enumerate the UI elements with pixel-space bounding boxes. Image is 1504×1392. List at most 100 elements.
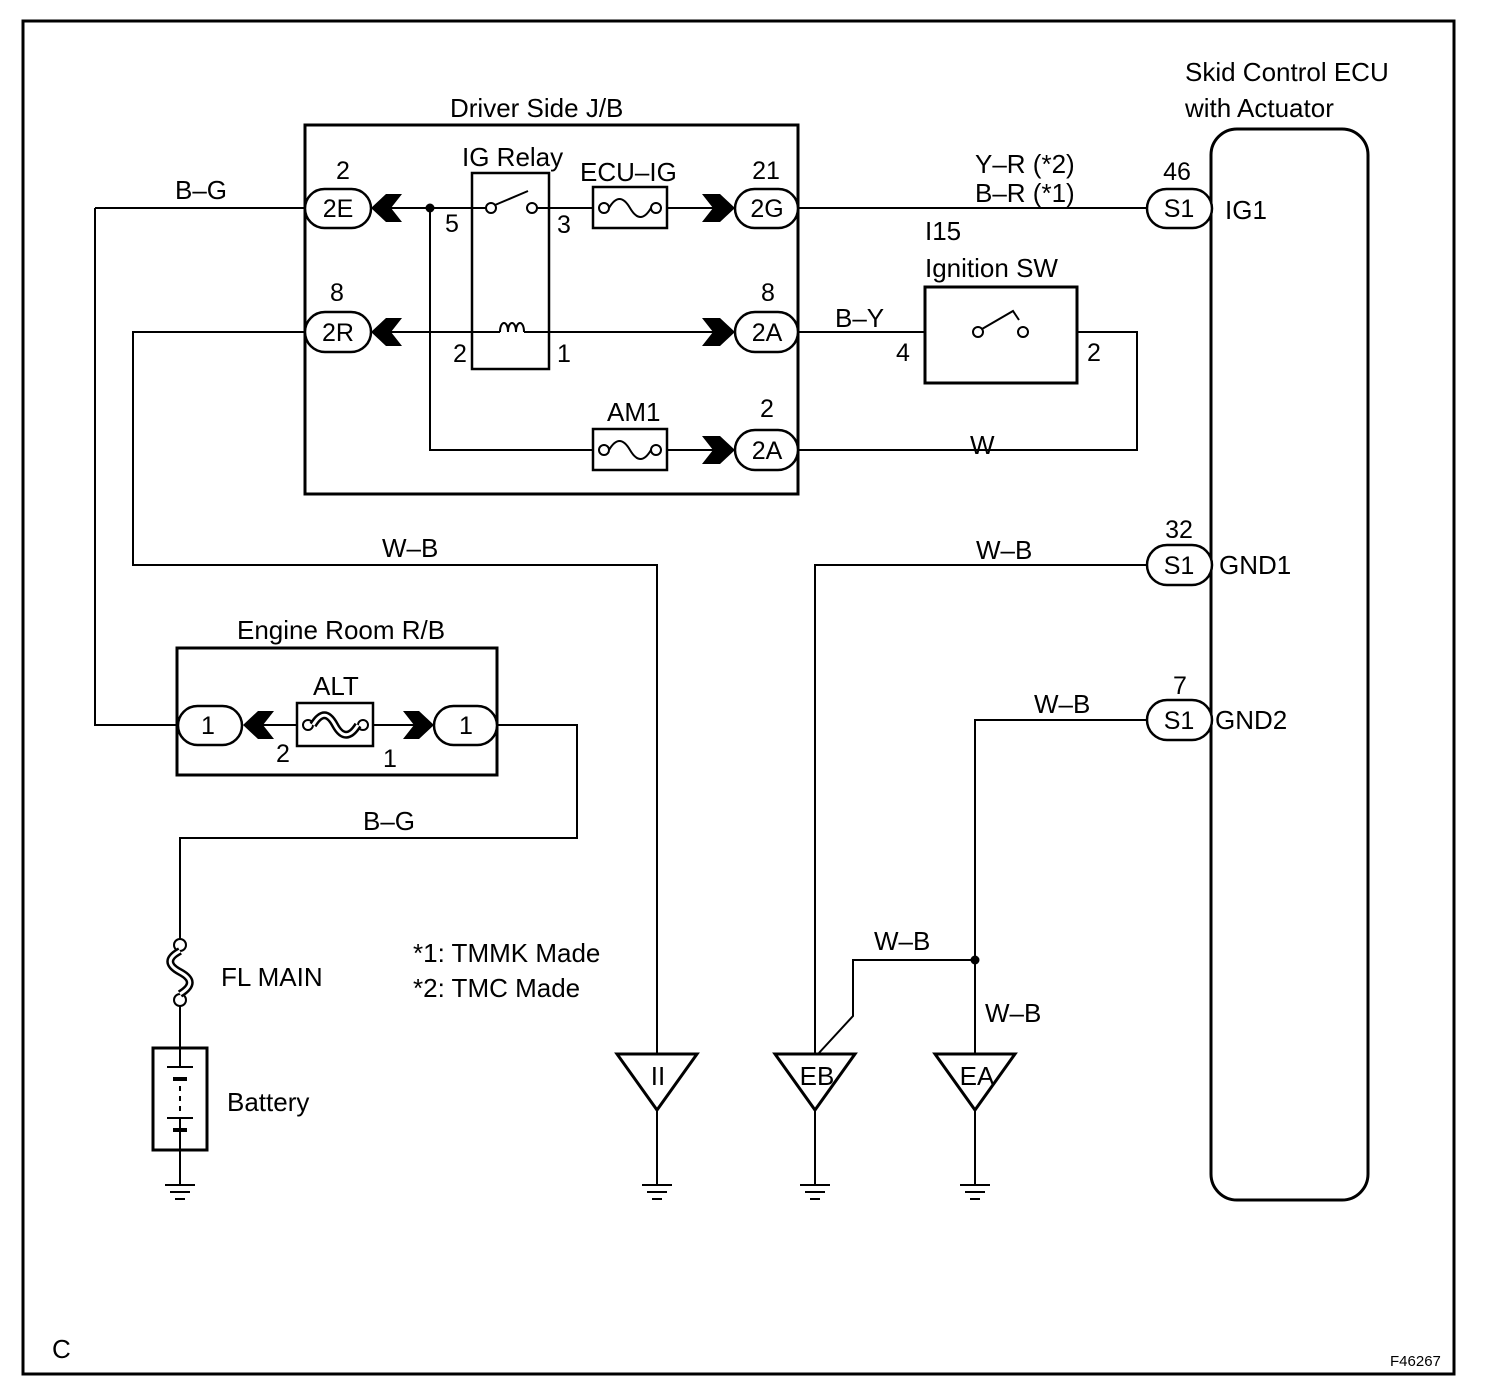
ignition-pin-4: 4 bbox=[896, 339, 910, 367]
ground-icon bbox=[165, 1184, 195, 1200]
relay-pin-2: 2 bbox=[453, 340, 467, 368]
rb-pin-1: 1 bbox=[383, 745, 397, 773]
ground-point-ea bbox=[932, 1052, 1018, 1113]
connector-2e-pin: 2 bbox=[336, 157, 350, 185]
wire-jb-am1-branch bbox=[429, 208, 713, 451]
wire-label-wb-splice: W–B bbox=[874, 926, 930, 956]
ground-point-eb-label: EB bbox=[800, 1061, 835, 1091]
ecu-terminal-gnd2: GND2 bbox=[1215, 705, 1287, 735]
wire-label-bg-bottom: B–G bbox=[363, 806, 415, 836]
chevron-right-icon bbox=[702, 194, 735, 222]
connector-rb-left bbox=[176, 704, 244, 747]
ecu-box bbox=[1209, 127, 1370, 1202]
connector-2e bbox=[303, 187, 373, 230]
corner-mark: C bbox=[52, 1334, 71, 1364]
wire-wb-jb bbox=[132, 331, 658, 1054]
fuse-alt-label: ALT bbox=[313, 671, 359, 701]
ground-point-ea-label: EA bbox=[960, 1061, 995, 1091]
ecu-title-line1: Skid Control ECU bbox=[1185, 57, 1389, 87]
wire-wb-gnd2 bbox=[974, 719, 1147, 1054]
wire-wb-splice bbox=[817, 959, 975, 1055]
fuse-icon bbox=[608, 198, 652, 218]
relay-pin-5: 5 bbox=[445, 210, 459, 238]
wire-ground-stems bbox=[656, 1110, 976, 1185]
ground-point-eb bbox=[772, 1052, 858, 1113]
wire-label-bg-top: B–G bbox=[175, 175, 227, 205]
diagram-border bbox=[21, 19, 1456, 1376]
ignition-switch-box bbox=[923, 285, 1079, 385]
connector-2g-pin: 21 bbox=[752, 157, 780, 185]
rb-box bbox=[175, 646, 499, 777]
connector-2g bbox=[733, 187, 800, 230]
connector-rb-left-id: 1 bbox=[201, 712, 215, 740]
ecu-pin-46: 46 bbox=[1163, 158, 1191, 186]
junction-dot-jb bbox=[425, 203, 435, 213]
connector-2r-pin: 8 bbox=[330, 279, 344, 307]
relay-switch-lever bbox=[494, 190, 529, 206]
connector-2a-bottom-id: 2A bbox=[752, 437, 783, 465]
battery-label: Battery bbox=[227, 1087, 309, 1117]
ignition-pin-2: 2 bbox=[1087, 339, 1101, 367]
fusible-link-icon-inner bbox=[311, 713, 360, 737]
connector-s1-gnd1 bbox=[1145, 543, 1214, 587]
fuse-icon bbox=[608, 440, 652, 460]
switch-lever-icon bbox=[981, 309, 1020, 330]
wires bbox=[94, 203, 1147, 1185]
ground-points: II EB EA bbox=[165, 1052, 1018, 1200]
wire-wb-gnd1 bbox=[814, 564, 1147, 1054]
jb-title: Driver Side J/B bbox=[450, 93, 623, 123]
relay-pin-3: 3 bbox=[557, 211, 571, 239]
junction-dot-splice bbox=[970, 955, 980, 965]
jb-box bbox=[303, 123, 800, 496]
connector-s1-gnd2-id: S1 bbox=[1164, 707, 1195, 735]
switch-contact-right bbox=[1017, 326, 1029, 338]
ig-relay-label: IG Relay bbox=[462, 142, 563, 172]
wire-label-wb-ea: W–B bbox=[985, 998, 1041, 1028]
engine-room-rb: Engine Room R/B 1 ALT 1 2 1 bbox=[175, 615, 499, 777]
connector-2r-id: 2R bbox=[322, 319, 354, 347]
connector-rb-right bbox=[432, 704, 499, 747]
ground-point-ii-label: II bbox=[651, 1061, 665, 1091]
chevron-left-icon bbox=[371, 194, 402, 222]
skid-control-ecu: Skid Control ECU with Actuator S1 46 IG1… bbox=[1145, 57, 1389, 1202]
wire-w bbox=[798, 331, 1138, 451]
wire-label-br: B–R (*1) bbox=[975, 178, 1075, 208]
chevron-right-icon bbox=[403, 711, 434, 739]
connector-s1-gnd1-id: S1 bbox=[1164, 552, 1195, 580]
fuse-ecu-ig-terminal bbox=[598, 202, 610, 214]
connector-s1-ig1-id: S1 bbox=[1164, 195, 1195, 223]
chevron-right-icon bbox=[702, 318, 735, 346]
connector-s1-ig1 bbox=[1145, 187, 1214, 230]
connector-2a-top-id: 2A bbox=[752, 319, 783, 347]
wire-label-wb-gnd1: W–B bbox=[976, 535, 1032, 565]
driver-side-jb: Driver Side J/B IG Relay 5 3 2 1 ECU–IG … bbox=[303, 93, 800, 496]
figure-code: F46267 bbox=[1390, 1353, 1441, 1370]
ignition-switch: I15 Ignition SW 4 2 bbox=[896, 216, 1101, 385]
note-tmmk: *1: TMMK Made bbox=[413, 938, 600, 968]
wire-label-wb-jb: W–B bbox=[382, 533, 438, 563]
relay-coil-icon bbox=[499, 322, 525, 333]
ignition-switch-code: I15 bbox=[925, 216, 961, 246]
chevron-right-icon bbox=[702, 436, 735, 464]
ecu-terminal-ig1: IG1 bbox=[1225, 195, 1267, 225]
relay-contact-right bbox=[526, 202, 538, 214]
fuse-ecu-ig-label: ECU–IG bbox=[580, 157, 677, 187]
switch-contact-left bbox=[972, 326, 984, 338]
rb-pin-2: 2 bbox=[276, 740, 290, 768]
connector-rb-right-id: 1 bbox=[459, 712, 473, 740]
wire-label-wb-gnd2: W–B bbox=[1034, 689, 1090, 719]
wire-label-w: W bbox=[970, 430, 995, 460]
ground-icon bbox=[642, 1184, 672, 1200]
chevron-left-icon bbox=[243, 711, 274, 739]
fl-main-label: FL MAIN bbox=[221, 962, 323, 992]
fuse-ecu-ig-terminal bbox=[650, 202, 662, 214]
relay-contact-left bbox=[485, 202, 497, 214]
wire-label-yr: Y–R (*2) bbox=[975, 149, 1075, 179]
connector-2g-id: 2G bbox=[750, 195, 783, 223]
fuse-am1-label: AM1 bbox=[607, 397, 660, 427]
wire-label-by: B–Y bbox=[835, 303, 884, 333]
ecu-pin-7: 7 bbox=[1173, 672, 1187, 700]
connector-2a-top-pin: 8 bbox=[761, 279, 775, 307]
fuse-am1-terminal bbox=[650, 444, 662, 456]
